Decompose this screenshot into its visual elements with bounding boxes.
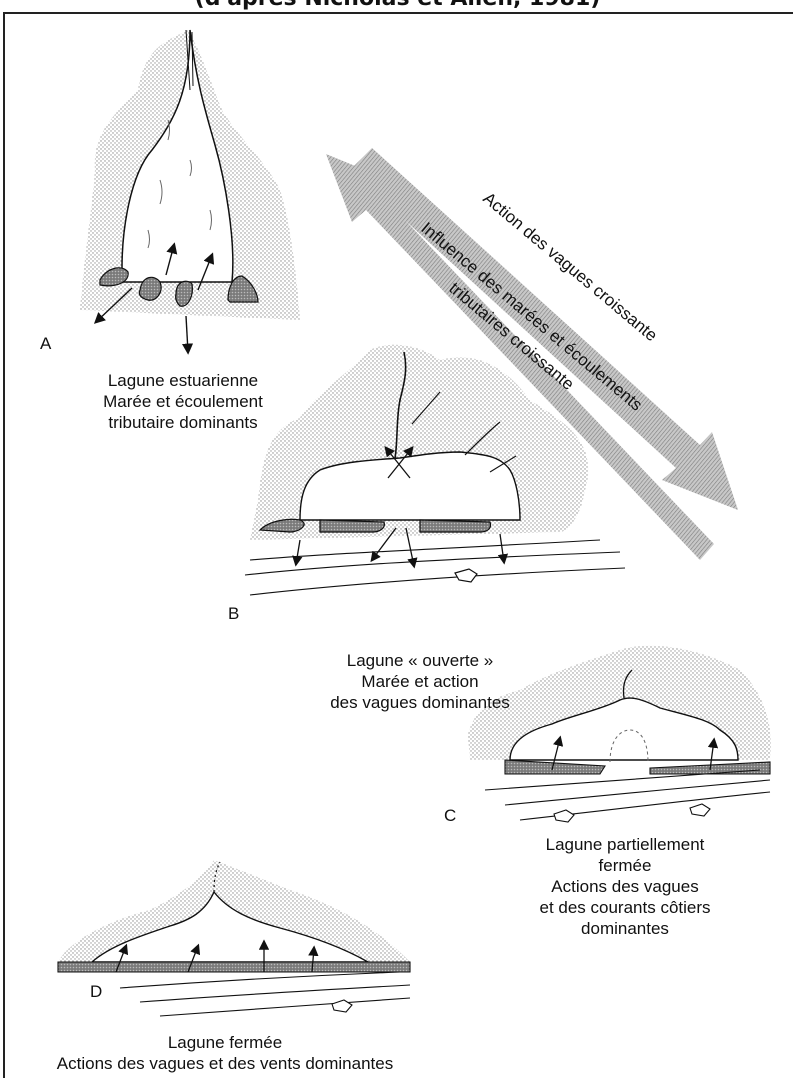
panel-b-caption: Lagune « ouverte » Marée et action des v… [270, 650, 570, 713]
panel-b-caption-line: Marée et action [270, 671, 570, 692]
panel-b-caption-line: Lagune « ouverte » [270, 650, 570, 671]
panel-b-caption-line: des vagues dominantes [270, 692, 570, 713]
panel-c-caption: Lagune partiellement fermée Actions des … [490, 834, 760, 939]
panel-c-caption-line: dominantes [490, 918, 760, 939]
panel-c-caption-line: Lagune partiellement [490, 834, 760, 855]
panel-a-caption-line: Marée et écoulement [48, 391, 318, 412]
panel-d-caption: Lagune fermée Actions des vagues et des … [0, 1032, 450, 1074]
panel-a-caption-line: Lagune estuarienne [48, 370, 318, 391]
panel-letter-d: D [90, 982, 102, 1002]
panel-a-sketch [80, 30, 300, 352]
panel-c-caption-line: fermée [490, 855, 760, 876]
panel-c-caption-line: Actions des vagues [490, 876, 760, 897]
panel-a-caption: Lagune estuarienne Marée et écoulement t… [48, 370, 318, 433]
panel-letter-c: C [444, 806, 456, 826]
panel-letter-b: B [228, 604, 239, 624]
panel-d-caption-line: Actions des vagues et des vents dominant… [0, 1053, 450, 1074]
panel-letter-a: A [40, 334, 51, 354]
panel-d-sketch [58, 860, 410, 1016]
panel-d-caption-line: Lagune fermée [0, 1032, 450, 1053]
panel-c-caption-line: et des courants côtiers [490, 897, 760, 918]
panel-a-caption-line: tributaire dominants [48, 412, 318, 433]
